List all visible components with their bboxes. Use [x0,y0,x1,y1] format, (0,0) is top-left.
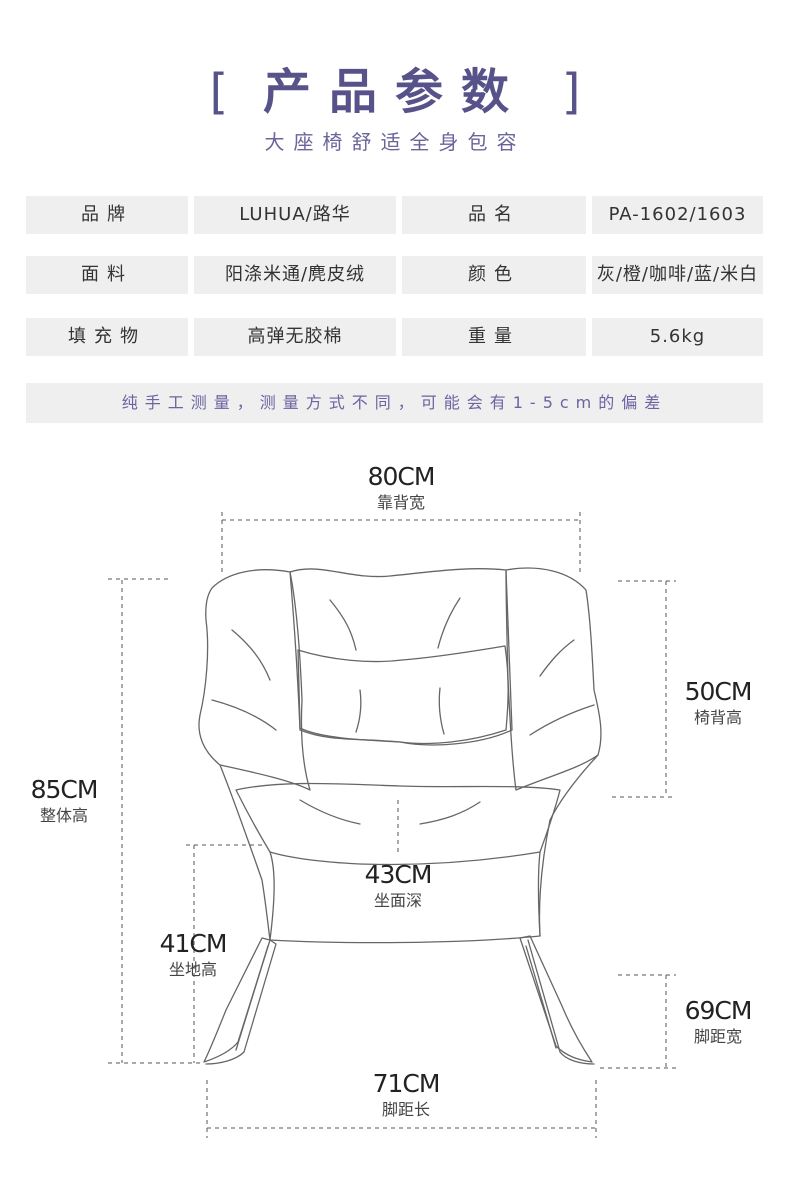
dimension-diagram: 80CM 靠背宽 50CM 椅背高 85CM 整体高 43CM 坐面深 41CM… [0,440,790,1178]
spec-value-fabric: 阳涤米通/麂皮绒 [194,256,396,294]
spec-label-name: 品名 [402,196,586,234]
foot-length-label: 脚距长 [382,1100,430,1119]
spec-label-fabric: 面料 [26,256,188,294]
measurement-note: 纯手工测量，测量方式不同，可能会有1-5cm的偏差 [26,383,763,423]
spec-label-weight: 重量 [402,318,586,356]
back-height-label: 椅背高 [694,708,742,727]
chair-diagram-svg: 80CM 靠背宽 50CM 椅背高 85CM 整体高 43CM 坐面深 41CM… [31,462,752,1138]
seat-height-label: 坐地高 [169,960,217,979]
seat-height-value: 41CM [160,929,227,958]
back-width-label: 靠背宽 [377,493,425,512]
spec-value-brand: LUHUA/路华 [194,196,396,234]
chair-sketch [198,567,602,1065]
spec-row-fabric: 面料 阳涤米通/麂皮绒 颜色 灰/橙/咖啡/蓝/米白 [26,256,763,294]
spec-row-filling: 填充物 高弹无胶棉 重量 5.6kg [26,318,763,356]
spec-value-weight: 5.6kg [592,318,763,356]
spec-label-filling: 填充物 [26,318,188,356]
back-height-value: 50CM [685,677,752,706]
spec-value-name: PA-1602/1603 [592,196,763,234]
spec-value-color: 灰/橙/咖啡/蓝/米白 [592,256,763,294]
foot-length-value: 71CM [373,1069,440,1098]
page-title: [ 产品参数 ] [0,52,790,122]
spec-label-color: 颜色 [402,256,586,294]
title-bracket-open: [ [209,64,229,120]
spec-label-brand: 品牌 [26,196,188,234]
page-subtitle: 大座椅舒适全身包容 [264,130,526,154]
spec-row-brand: 品牌 LUHUA/路华 品名 PA-1602/1603 [26,196,763,234]
spec-value-filling: 高弹无胶棉 [194,318,396,356]
total-height-label: 整体高 [40,806,88,825]
title-text: 产品参数 [262,64,527,120]
foot-width-label: 脚距宽 [694,1027,742,1046]
total-height-value: 85CM [31,775,98,804]
seat-depth-label: 坐面深 [374,891,422,910]
foot-width-value: 69CM [685,996,752,1025]
seat-depth-value: 43CM [365,860,432,889]
dimension-lines [108,512,676,1138]
title-bracket-close: ] [561,64,581,120]
back-width-value: 80CM [368,462,435,491]
